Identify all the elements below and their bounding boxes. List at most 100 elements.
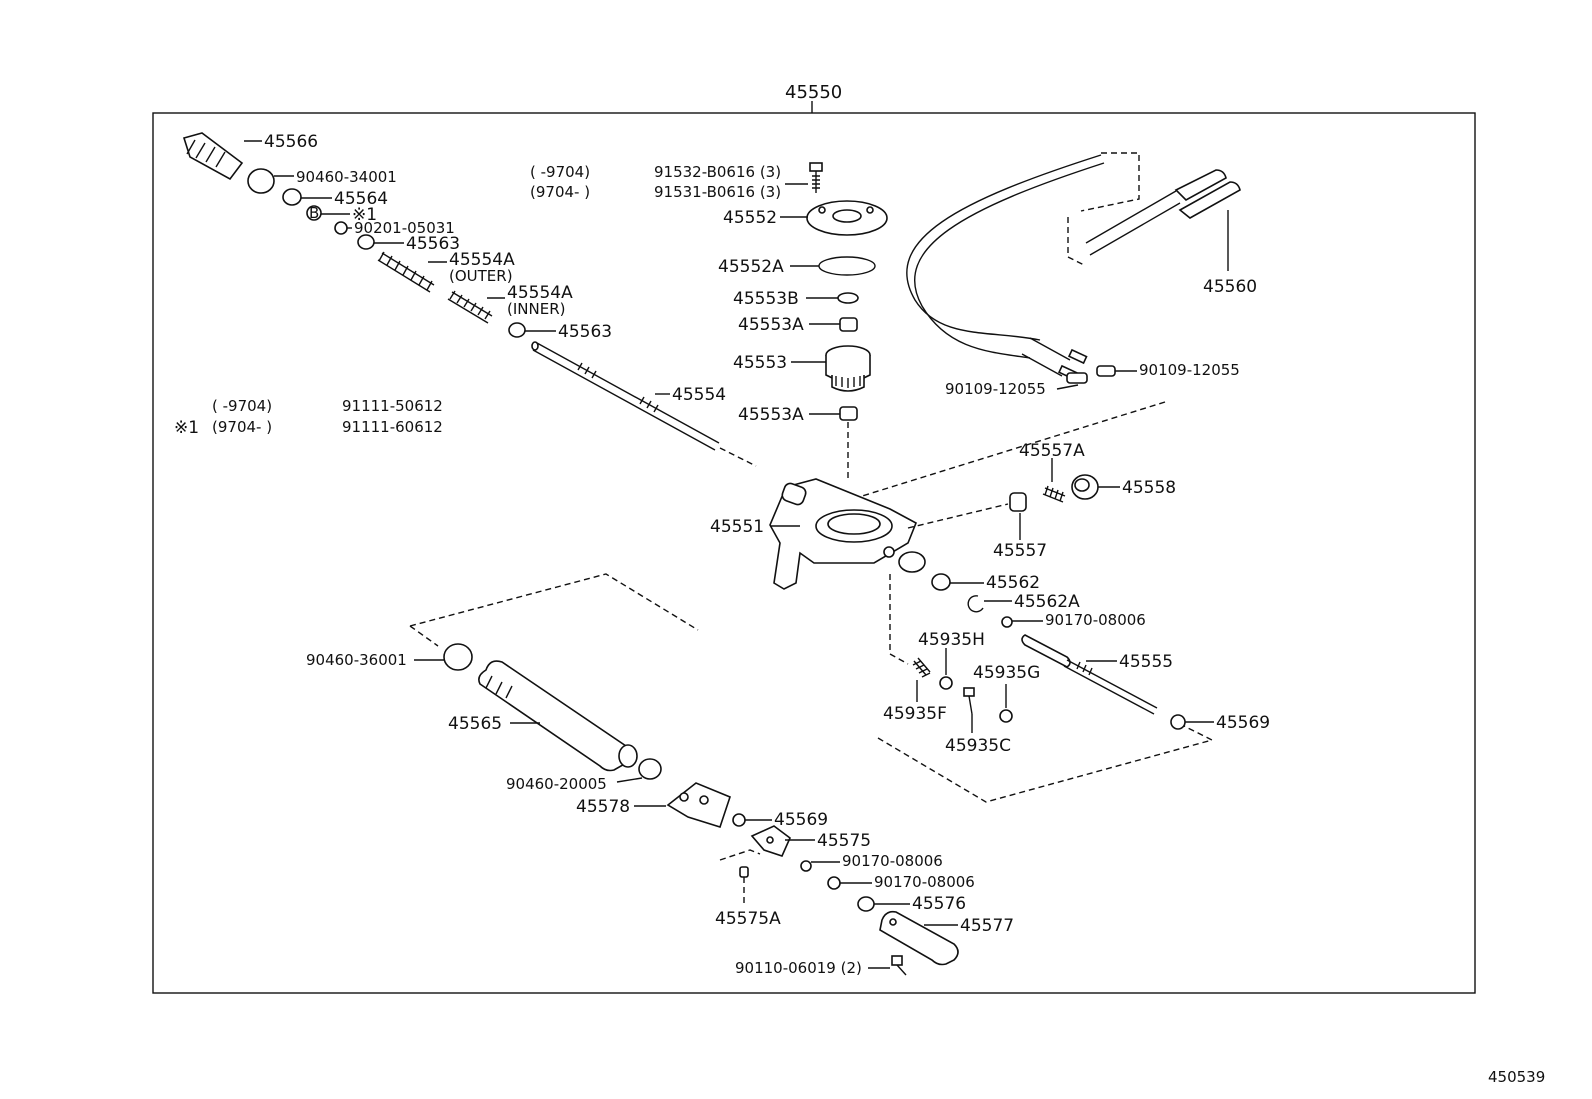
bolt-row2-part: 91531-B0616 (3) bbox=[654, 183, 781, 201]
clip-45562a bbox=[967, 595, 984, 613]
label-45563-lower: 45563 bbox=[558, 322, 612, 342]
plate-45575 bbox=[750, 825, 791, 857]
boot-45566 bbox=[182, 132, 244, 181]
label-45553a-bottom: 45553A bbox=[738, 405, 804, 425]
fitting-90109-left bbox=[1066, 372, 1088, 384]
bracket-45578 bbox=[666, 782, 731, 828]
label-45553b: 45553B bbox=[733, 289, 799, 309]
assembly-frame bbox=[152, 112, 1476, 994]
marker-b-circle bbox=[306, 205, 322, 221]
label-45554: 45554 bbox=[672, 385, 726, 405]
label-45554a-inner: 45554A bbox=[507, 283, 573, 303]
plug-45558 bbox=[1071, 474, 1099, 500]
label-45566: 45566 bbox=[264, 132, 318, 152]
bolt-row1-range: ( -9704) bbox=[530, 163, 590, 181]
spring-45554a-outer bbox=[377, 251, 435, 293]
nut-90170-08006-b bbox=[800, 860, 812, 872]
label-90460-36001: 90460-36001 bbox=[306, 651, 407, 669]
washer-90201-05031 bbox=[334, 221, 348, 235]
label-45562a: 45562A bbox=[1014, 592, 1080, 612]
label-45935g: 45935G bbox=[973, 663, 1040, 683]
label-90201-05031: 90201-05031 bbox=[354, 219, 455, 237]
spring-45554a-inner bbox=[447, 290, 493, 324]
label-90170-08006-c: 90170-08006 bbox=[874, 873, 975, 891]
label-45558: 45558 bbox=[1122, 478, 1176, 498]
label-90109-12055-left: 90109-12055 bbox=[945, 380, 1046, 398]
bolt-90110-06019 bbox=[891, 955, 907, 976]
plunger-45557 bbox=[1009, 492, 1027, 512]
label-90170-08006-a: 90170-08006 bbox=[1045, 611, 1146, 629]
label-45560: 45560 bbox=[1203, 277, 1257, 297]
valve-45553 bbox=[825, 345, 871, 392]
note1-row2-part: 91111-60612 bbox=[342, 418, 443, 436]
note1-mark: ※1 bbox=[174, 418, 199, 438]
seal-45553a-top bbox=[839, 317, 858, 332]
spring-45935f bbox=[912, 657, 931, 678]
clamp-90460-36001 bbox=[443, 643, 473, 671]
label-45552: 45552 bbox=[723, 208, 777, 228]
housing-45551 bbox=[769, 478, 926, 590]
cover-45552 bbox=[806, 200, 888, 236]
clamp-90460-34001 bbox=[247, 168, 275, 194]
washer-45553b bbox=[837, 292, 859, 304]
label-45935c: 45935C bbox=[945, 736, 1011, 756]
label-45935f: 45935F bbox=[883, 704, 947, 724]
label-90110-06019: 90110-06019 (2) bbox=[735, 959, 862, 977]
label-45553: 45553 bbox=[733, 353, 787, 373]
label-45562: 45562 bbox=[986, 573, 1040, 593]
nut-90170-08006-c bbox=[827, 876, 841, 890]
label-45569-right: 45569 bbox=[1216, 713, 1270, 733]
bolt-91532 bbox=[809, 162, 823, 193]
label-90109-12055-right: 90109-12055 bbox=[1139, 361, 1240, 379]
label-45553a-top: 45553A bbox=[738, 315, 804, 335]
o-ring-45552a bbox=[818, 256, 876, 276]
label-90170-08006-b: 90170-08006 bbox=[842, 852, 943, 870]
nut-45563-lower bbox=[508, 322, 526, 338]
figure-number: 450539 bbox=[1488, 1068, 1545, 1086]
label-45552a: 45552A bbox=[718, 257, 784, 277]
assembly-label: 45550 bbox=[785, 82, 842, 103]
label-45557: 45557 bbox=[993, 541, 1047, 561]
label-45563-upper: 45563 bbox=[406, 234, 460, 254]
nut-45563-upper bbox=[357, 234, 375, 250]
bushing-45564 bbox=[282, 188, 302, 206]
clamp-90460-20005 bbox=[638, 758, 662, 780]
bushing-45562 bbox=[931, 573, 951, 591]
label-45557a: 45557A bbox=[1019, 441, 1085, 461]
label-45554a-outer: 45554A bbox=[449, 250, 515, 270]
marker-b: B bbox=[309, 204, 319, 222]
label-45564: 45564 bbox=[334, 189, 388, 209]
boot-45565 bbox=[478, 660, 638, 772]
nut-45569-bottom bbox=[732, 813, 746, 827]
label-note1-mark: ※1 bbox=[352, 205, 377, 225]
shaft-45555 bbox=[1021, 634, 1158, 715]
bolt-45935c bbox=[963, 687, 975, 715]
label-90460-34001: 90460-34001 bbox=[296, 168, 397, 186]
label-45551: 45551 bbox=[710, 517, 764, 537]
nut-45935g bbox=[999, 709, 1013, 723]
label-45578: 45578 bbox=[576, 797, 630, 817]
label-90460-20005: 90460-20005 bbox=[506, 775, 607, 793]
label-45565: 45565 bbox=[448, 714, 502, 734]
label-45555: 45555 bbox=[1119, 652, 1173, 672]
bolt-row2-range: (9704- ) bbox=[530, 183, 590, 201]
seal-45553a-bottom bbox=[839, 406, 858, 421]
label-45575: 45575 bbox=[817, 831, 871, 851]
label-inner: (INNER) bbox=[507, 300, 565, 318]
pin-45575a bbox=[739, 866, 749, 878]
label-45575a: 45575A bbox=[715, 909, 781, 929]
nut-90170-08006-a bbox=[1001, 616, 1013, 628]
lever-45577 bbox=[879, 910, 959, 966]
fitting-90109-right bbox=[1096, 365, 1116, 377]
label-45577: 45577 bbox=[960, 916, 1014, 936]
spring-45557a bbox=[1042, 485, 1066, 503]
nut-45569-right bbox=[1170, 714, 1186, 730]
note1-row1-part: 91111-50612 bbox=[342, 397, 443, 415]
shaft-45554 bbox=[531, 341, 757, 467]
label-45569-bottom: 45569 bbox=[774, 810, 828, 830]
note1-row2-range: (9704- ) bbox=[212, 418, 272, 436]
bolt-row1-part: 91532-B0616 (3) bbox=[654, 163, 781, 181]
washer-45576 bbox=[857, 896, 875, 912]
note1-row1-range: ( -9704) bbox=[212, 397, 272, 415]
